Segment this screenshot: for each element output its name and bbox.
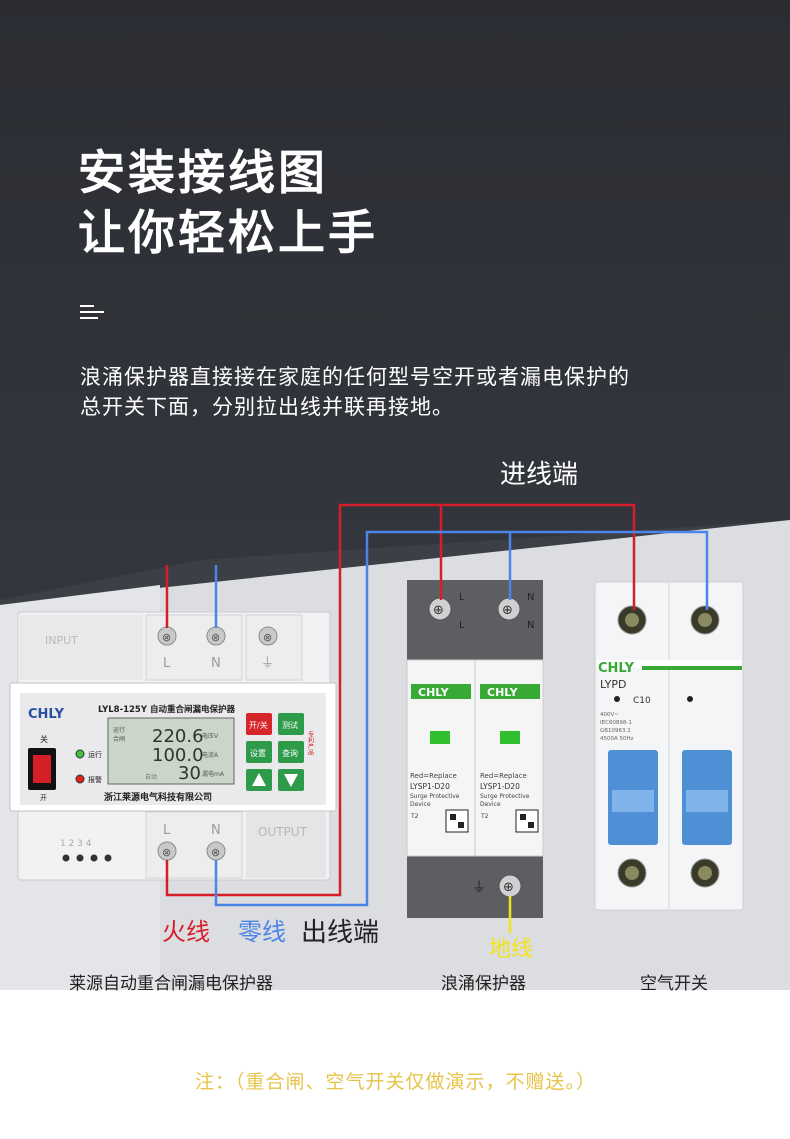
svg-text:N: N (527, 592, 534, 603)
svg-text:⊗: ⊗ (211, 846, 220, 859)
svg-text:自动: 自动 (145, 773, 157, 781)
patent-label: 专利产品 (307, 730, 314, 756)
terminal-N-top: N (211, 656, 221, 671)
input-end-label: 进线端 (500, 460, 579, 490)
svg-text:漏电mA: 漏电mA (202, 770, 225, 778)
svg-text:⊕: ⊕ (503, 880, 514, 895)
air-switch: CHLY LYPD C10 400V~ IEC60898-1 GB10963.1… (594, 581, 744, 911)
svg-text:LYSP1-D20: LYSP1-D20 (480, 782, 520, 791)
output-label: OUTPUT (258, 825, 308, 839)
svg-text:查询: 查询 (282, 748, 298, 758)
svg-text:IEC60898-1: IEC60898-1 (600, 720, 632, 726)
up-arrow-icon (252, 773, 266, 786)
svg-text:T2: T2 (480, 813, 489, 820)
air-switch-brand: CHLY (598, 661, 635, 676)
svg-text:C10: C10 (633, 696, 651, 706)
run-indicator-label: 运行 (88, 750, 102, 759)
leakage-protector: INPUT OUTPUT ⊗ ⊗ ⊗ L N ⏚ ⊗ ⊗ L N 1 2 3 4… (9, 611, 337, 881)
qr-code-right (515, 809, 539, 833)
test-button[interactable] (278, 713, 304, 735)
live-wire-output (165, 503, 636, 897)
query-button[interactable] (278, 741, 304, 763)
output-end-label: 出线端 (301, 918, 380, 948)
lcd-display (107, 717, 235, 785)
surge-protector: ⊕ ⊕ L L N N CHLY CHLY Red=Replace LYSP1-… (406, 580, 544, 918)
live-wire-label: 火线 (162, 918, 210, 946)
svg-text:⊗: ⊗ (211, 631, 220, 644)
svg-text:Surge Protective: Surge Protective (480, 793, 530, 800)
terminal-L-top: L (163, 656, 171, 671)
svg-text:LYPD: LYPD (600, 678, 627, 691)
svg-text:设置: 设置 (250, 748, 266, 758)
footnote: 注：（重合闸、空气开关仅做演示，不赠送。） (195, 1071, 597, 1093)
svg-text:LYSP1-D20: LYSP1-D20 (410, 782, 450, 791)
svg-text:运行: 运行 (113, 726, 125, 734)
leakage-value: 30 (178, 763, 201, 784)
svg-text:Device: Device (480, 801, 501, 808)
svg-text:Device: Device (410, 801, 431, 808)
svg-text:开/关: 开/关 (249, 720, 268, 730)
aux-numbers: 1 2 3 4 (60, 839, 92, 849)
wires (165, 503, 709, 933)
svg-text:GB10963.1: GB10963.1 (600, 728, 631, 734)
svg-text:⊗: ⊗ (162, 631, 171, 644)
qr-code-left (445, 809, 469, 833)
page-title-line2: 让你轻松上手 (78, 206, 378, 261)
onoff-button[interactable] (246, 713, 272, 735)
caption-surge-protector: 浪涌保护器 (441, 974, 526, 994)
switch-off-label: 关 (40, 734, 48, 744)
device1-brand: CHLY (28, 707, 65, 722)
set-button[interactable] (246, 741, 272, 763)
neutral-wire-output (214, 530, 709, 907)
switch-on-label: 开 (40, 794, 47, 802)
svg-text:电流A: 电流A (202, 751, 219, 759)
status-window-right (500, 731, 520, 744)
voltage-value: 220.6 (152, 726, 204, 747)
input-label: INPUT (45, 634, 78, 647)
svg-text:N: N (527, 620, 534, 631)
svg-text:⊕: ⊕ (502, 603, 513, 618)
current-value: 100.0 (152, 745, 204, 766)
terminal-L-bottom: L (163, 823, 171, 838)
svg-text:L: L (459, 592, 465, 603)
svg-text:L: L (459, 620, 465, 631)
svg-text:⊗: ⊗ (162, 846, 171, 859)
svg-text:⊗: ⊗ (263, 631, 272, 644)
svg-text:Red=Replace: Red=Replace (410, 772, 457, 780)
svg-text:电压V: 电压V (202, 732, 219, 740)
caption-air-switch: 空气开关 (640, 974, 708, 994)
down-arrow-icon (284, 774, 298, 787)
svg-text:4500A 50Hz: 4500A 50Hz (600, 736, 634, 742)
ground-wire-label: 地线 (489, 937, 534, 962)
svg-text:Surge Protective: Surge Protective (410, 793, 460, 800)
description: 浪涌保护器直接接在家庭的任何型号空开或者漏电保护的总开关下面，分别拉出线并联再接… (80, 365, 630, 419)
caption-leakage-protector: 莱源自动重合闸漏电保护器 (69, 974, 273, 994)
device1-model: LYL8-125Y 自动重合闸漏电保护器 (98, 704, 235, 715)
svg-text:Red=Replace: Red=Replace (480, 772, 527, 780)
svg-text:400V~: 400V~ (600, 712, 619, 718)
menu-icon (80, 305, 104, 319)
neutral-wire-label: 零线 (238, 918, 286, 946)
alarm-indicator-label: 报警 (88, 775, 102, 784)
svg-text:合闸: 合闸 (113, 735, 125, 743)
svg-text:T2: T2 (410, 813, 419, 820)
terminal-N-bottom: N (211, 823, 221, 838)
svg-text:⊕: ⊕ (433, 603, 444, 618)
spd-brand-right: CHLY (487, 686, 519, 699)
maker-label: 浙江莱源电气科技有限公司 (104, 791, 212, 803)
status-window-left (430, 731, 450, 744)
ground-icon: ⏚ (472, 880, 486, 896)
svg-text:测试: 测试 (282, 720, 298, 730)
spd-brand-left: CHLY (418, 686, 450, 699)
ground-symbol: ⏚ (261, 656, 274, 671)
page-title-line1: 安装接线图 (78, 146, 328, 201)
